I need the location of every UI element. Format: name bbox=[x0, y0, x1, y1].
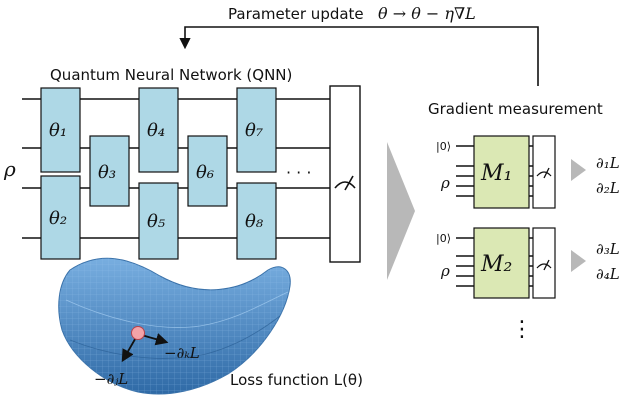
ket-zero-label: |0⟩ bbox=[436, 232, 451, 245]
ket-zero-label: |0⟩ bbox=[436, 140, 451, 153]
gate-theta-8: θ₈ bbox=[236, 182, 277, 260]
svg-text:θ₁: θ₁ bbox=[49, 120, 67, 141]
gate-theta-3: θ₃ bbox=[89, 135, 130, 207]
gate-theta-7: θ₇ bbox=[236, 87, 277, 173]
rho-label: ρ bbox=[440, 174, 450, 192]
qnn-meter-icon bbox=[334, 175, 356, 191]
svg-text:θ₃: θ₃ bbox=[98, 162, 116, 183]
gradient-title: Gradient measurement bbox=[428, 100, 603, 118]
gate-theta-5: θ₅ bbox=[138, 182, 179, 260]
meter-icon-2 bbox=[536, 259, 552, 271]
output-arrow-icon-2 bbox=[571, 250, 586, 272]
loss-function-label: Loss function L(θ) bbox=[230, 371, 363, 389]
loss-landscape: −∂ⱼL −∂ₖL Loss function L(θ) bbox=[58, 257, 363, 395]
svg-text:θ₂: θ₂ bbox=[49, 208, 67, 229]
svg-text:θ₄: θ₄ bbox=[147, 120, 165, 141]
svg-text:θ₈: θ₈ bbox=[245, 211, 264, 232]
gradient-output-4: ∂₄L bbox=[596, 265, 620, 283]
gate-theta-6: θ₆ bbox=[187, 135, 228, 207]
svg-text:M₁: M₁ bbox=[480, 161, 512, 186]
svg-text:M₂: M₂ bbox=[480, 252, 512, 277]
parameter-update-formula: θ → θ − η∇L bbox=[378, 4, 476, 23]
svg-text:θ₅: θ₅ bbox=[147, 211, 165, 232]
svg-text:θ₇: θ₇ bbox=[245, 120, 263, 141]
grad-j-label: −∂ⱼL bbox=[94, 370, 128, 388]
parameter-update-label: Parameter update bbox=[228, 5, 364, 23]
meter-icon-1 bbox=[536, 167, 552, 179]
gate-theta-4: θ₄ bbox=[138, 87, 179, 173]
output-arrow-icon-1 bbox=[571, 159, 586, 181]
grad-k-label: −∂ₖL bbox=[164, 344, 200, 362]
qnn-measurement bbox=[329, 85, 361, 263]
gradient-ellipsis: ⋮ bbox=[511, 317, 533, 342]
big-arrow-icon bbox=[387, 142, 415, 280]
gate-theta-2: θ₂ bbox=[40, 175, 81, 260]
gate-theta-1: θ₁ bbox=[40, 87, 81, 173]
gradient-measurement: Gradient measurement |0⟩ ρ M₁ ∂₁L ∂₂L bbox=[428, 100, 620, 342]
gradient-output-1: ∂₁L bbox=[596, 154, 620, 172]
qnn-title: Quantum Neural Network (QNN) bbox=[50, 66, 292, 84]
gradient-block-1: |0⟩ ρ M₁ ∂₁L ∂₂L bbox=[436, 135, 620, 209]
qnn-ellipsis: · · · bbox=[286, 163, 311, 182]
current-parameter-point bbox=[131, 326, 145, 340]
svg-text:θ₆: θ₆ bbox=[196, 162, 214, 183]
gradient-block-2: |0⟩ ρ M₂ ∂₃L ∂₄L bbox=[436, 227, 620, 299]
qnn-circuit: Quantum Neural Network (QNN) ρ θ₁ θ₂ θ₃ … bbox=[3, 66, 361, 263]
measure-gate-m2: M₂ bbox=[473, 227, 530, 299]
parameter-update-loop: Parameter update θ → θ − η∇L bbox=[179, 4, 539, 86]
gradient-output-3: ∂₃L bbox=[596, 240, 620, 258]
rho-label: ρ bbox=[440, 262, 450, 280]
gradient-output-2: ∂₂L bbox=[596, 179, 620, 197]
measure-gate-m1: M₁ bbox=[473, 135, 530, 209]
qnn-input-state: ρ bbox=[3, 157, 16, 181]
